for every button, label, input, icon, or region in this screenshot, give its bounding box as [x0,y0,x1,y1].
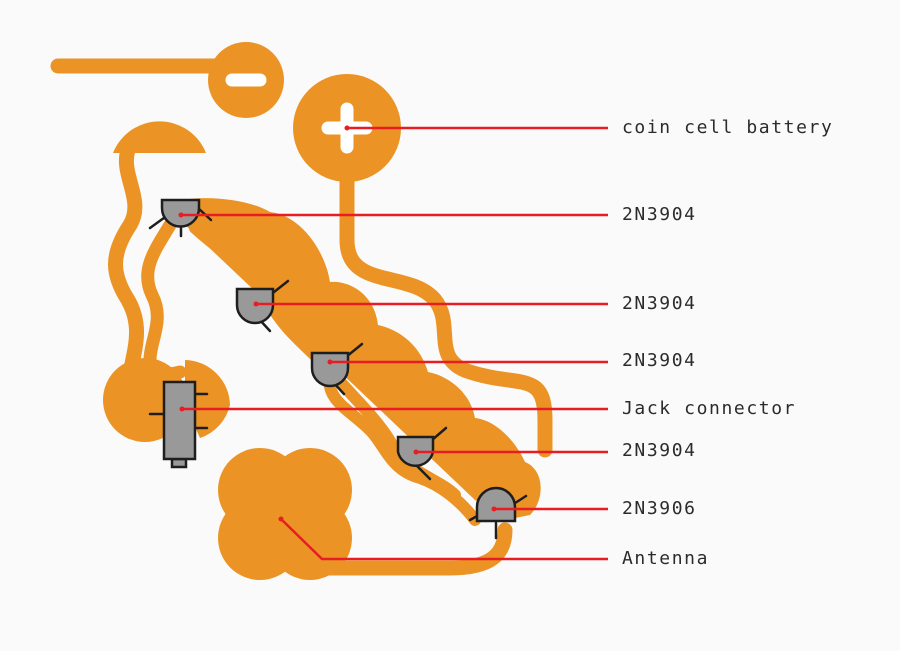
inner-wavy-trace [141,218,187,380]
positive-lead-trace [339,142,553,458]
leader-transistor-4 [413,449,608,455]
label-transistor-5: 2N3906 [622,498,697,519]
leader-transistor-2 [253,301,608,307]
leader-antenna [278,516,608,561]
label-transistor-4: 2N3904 [622,440,697,461]
label-antenna: Antenna [622,548,709,569]
label-jack: Jack connector [622,398,796,419]
leader-jack [179,406,608,412]
ground-bus [180,198,541,521]
leader-transistor-1 [178,212,608,218]
label-battery: coin cell battery [622,117,833,138]
leader-transistor-3 [327,359,608,365]
label-transistor-3: 2N3904 [622,350,697,371]
leader-battery [344,125,608,131]
label-transistor-1: 2N3904 [622,204,697,225]
transistor-5-symbol [468,486,528,540]
trace-layer [50,42,553,580]
labels: coin cell battery 2N3904 2N3904 2N3904 J… [622,117,833,569]
jack-connector-symbol [148,380,209,469]
leader-lines [178,125,608,561]
label-transistor-2: 2N3904 [622,293,697,314]
top-left-pad [113,121,206,153]
left-wavy-trace [108,142,144,393]
diagonal-trace-lower [323,369,481,526]
components-layer [148,198,528,540]
leader-transistor-5 [491,506,608,512]
